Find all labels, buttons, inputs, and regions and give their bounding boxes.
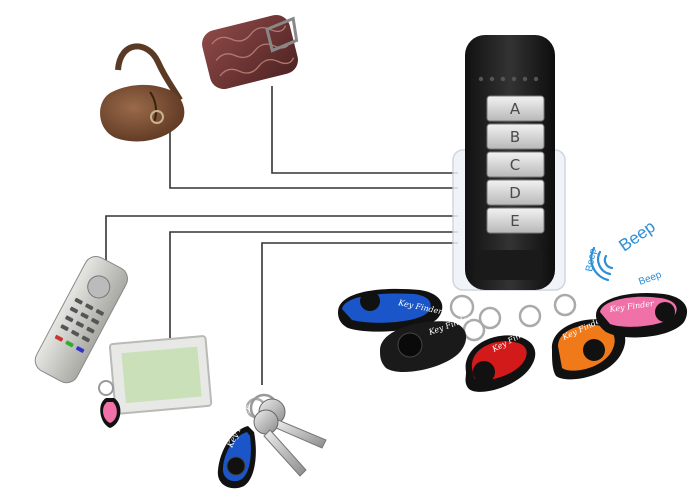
photo-frame-image [98, 335, 213, 428]
beep-text-large: Beep [615, 217, 658, 255]
wire-frame [169, 231, 458, 355]
connector-wires [105, 86, 458, 385]
button-d-label: D [509, 184, 521, 202]
key-finder-tag-black: Key Finder [380, 313, 486, 373]
signal-waves-icon [590, 246, 614, 282]
transmitter-button-c[interactable]: C [486, 151, 545, 178]
button-e-label: E [510, 212, 519, 230]
transmitter: A B C D E [452, 35, 566, 291]
wire-pouch [271, 86, 458, 174]
transmitter-button-b[interactable]: B [486, 123, 545, 150]
transmitter-button-a[interactable]: A [486, 95, 545, 122]
beep-signal: Beep Beep Beep [584, 217, 663, 288]
beep-text-right: Beep [637, 269, 663, 287]
transmitter-button-e[interactable]: E [486, 207, 545, 234]
button-a-label: A [510, 100, 521, 118]
wire-keys [261, 242, 458, 385]
tv-remote-image [34, 256, 128, 384]
button-b-label: B [510, 128, 520, 146]
wire-handbag [169, 108, 458, 189]
keys-image: Key Finder [217, 393, 327, 489]
transmitter-button-d[interactable]: D [486, 179, 545, 206]
transmitter-dots [478, 76, 539, 82]
button-c-label: C [510, 156, 520, 174]
key-finder-tag-pink: Key Finder [553, 292, 688, 338]
key-finder-tag-blue: Key Finder [338, 288, 475, 332]
handbag-image [100, 43, 185, 142]
pouch-image [202, 14, 299, 90]
wire-remote [105, 215, 458, 262]
